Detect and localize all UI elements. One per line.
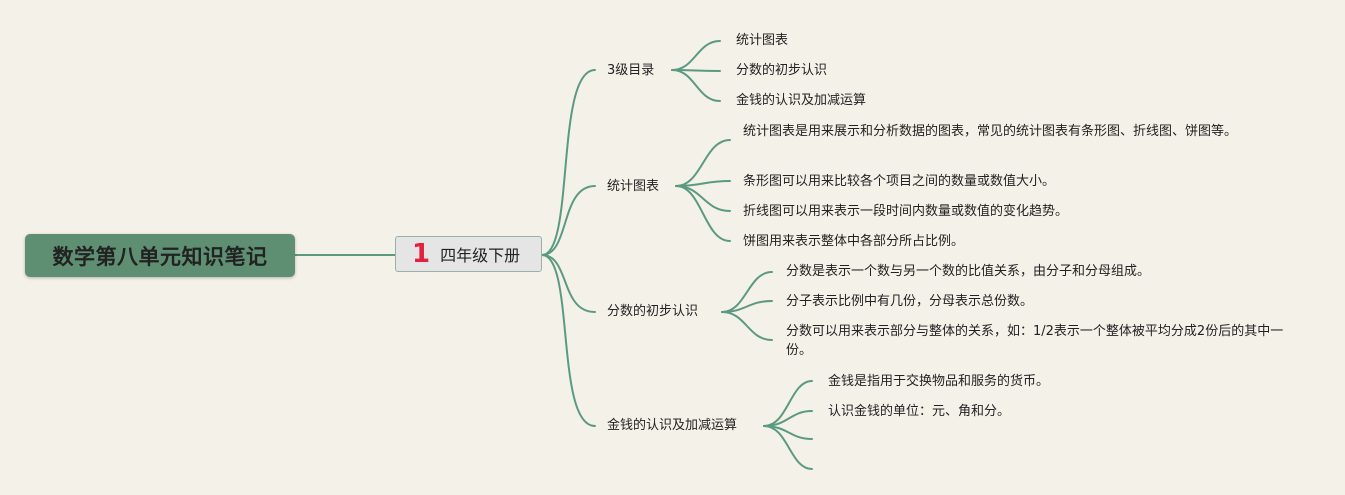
branch-label-3[interactable]: 分数的初步认识 <box>607 304 699 319</box>
branch-label-2[interactable]: 统计图表 <box>607 179 660 194</box>
leaf-b4-1[interactable]: 金钱是指用于交换物品和服务的货币。 <box>828 374 1050 389</box>
leaf-b3-1[interactable]: 分数是表示一个数与另一个数的比值关系，由分子和分母组成。 <box>786 264 1151 279</box>
leaf-b1-1[interactable]: 统计图表 <box>736 33 789 48</box>
connector-b2-leaf-1 <box>675 139 731 187</box>
connector-b1-leaf-3 <box>671 69 721 102</box>
leaf-b2-3[interactable]: 折线图可以用来表示一段时间内数量或数值的变化趋势。 <box>743 204 1069 219</box>
leaf-b4-2[interactable]: 认识金钱的单位：元、角和分。 <box>828 404 1011 419</box>
connector-b2-leaf-3 <box>675 185 731 212</box>
branch-label-1[interactable]: 3级目录 <box>607 63 655 78</box>
connector-b1-leaf-1 <box>671 40 721 71</box>
leaf-b1-2[interactable]: 分数的初步认识 <box>736 63 828 78</box>
root-node[interactable]: 数学第八单元知识笔记 <box>25 234 295 277</box>
leaf-b2-2[interactable]: 条形图可以用来比较各个项目之间的数量或数值大小。 <box>743 174 1056 189</box>
connector-b3-leaf-3 <box>721 311 773 341</box>
connector-branch-1 <box>541 69 596 256</box>
connector-b4-leaf-4 <box>763 425 813 470</box>
connector-branch-2 <box>541 185 596 256</box>
branch-label-4[interactable]: 金钱的认识及加减运算 <box>607 418 738 433</box>
priority-badge-icon: 1 <box>412 239 431 269</box>
subroot-node[interactable]: 1 四年级下册 <box>395 236 542 272</box>
connector-branch-3 <box>541 254 596 313</box>
leaf-b2-1[interactable]: 统计图表是用来展示和分析数据的图表，常见的统计图表有条形图、折线图、饼图等。 <box>743 124 1238 139</box>
leaf-b1-3[interactable]: 金钱的认识及加减运算 <box>736 93 867 108</box>
connector-b2-leaf-4 <box>675 185 731 242</box>
root-title: 数学第八单元知识笔记 <box>52 244 268 269</box>
leaf-b3-2[interactable]: 分子表示比例中有几份，分母表示总份数。 <box>786 294 1034 309</box>
leaf-b2-4[interactable]: 饼图用来表示整体中各部分所占比例。 <box>743 234 965 249</box>
leaf-b3-3[interactable]: 分数可以用来表示部分与整体的关系，如：1/2表示一个整体被平均分成2份后的其中一… <box>786 324 1284 358</box>
subroot-label: 四年级下册 <box>440 246 521 265</box>
connector-branch-4 <box>541 254 596 427</box>
